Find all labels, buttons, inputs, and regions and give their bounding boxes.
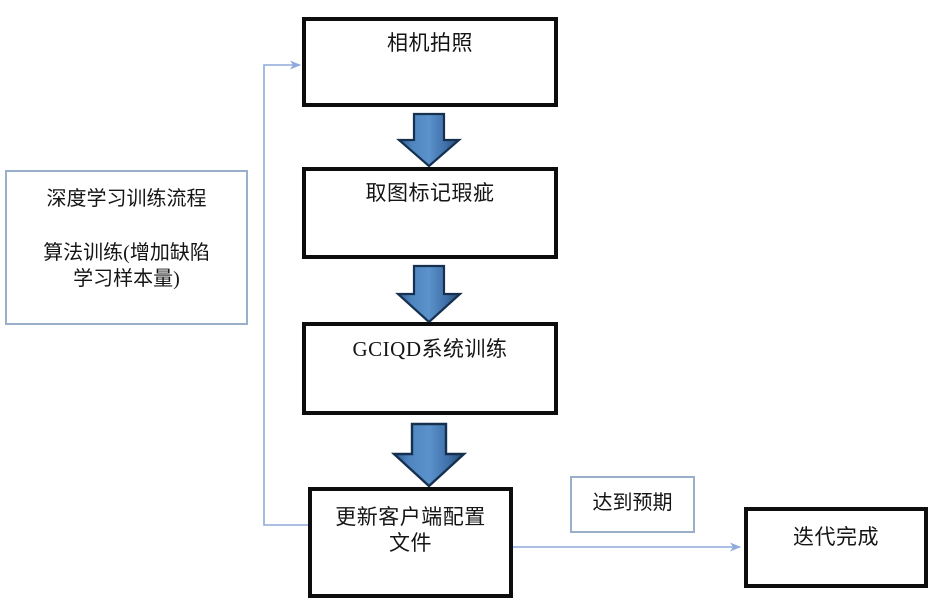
block-arrow-camera-to-mark xyxy=(396,112,462,168)
note-training-line-1: 深度学习训练流程 xyxy=(46,188,207,210)
edge-label-expected-reached-text: 达到预期 xyxy=(592,492,673,514)
note-training-line-2: 算法训练(增加缺陷 学习样本量) xyxy=(43,242,210,290)
block-arrow-mark-to-train xyxy=(395,264,463,324)
node-iteration-complete-label: 迭代完成 xyxy=(793,525,879,549)
node-update-client-config[interactable]: 更新客户端配置 文件 xyxy=(308,487,513,598)
node-camera-capture[interactable]: 相机拍照 xyxy=(302,17,558,107)
node-gciqd-system-training-label: GCIQD系统训练 xyxy=(352,337,508,361)
node-iteration-complete[interactable]: 迭代完成 xyxy=(744,507,928,588)
node-camera-capture-label: 相机拍照 xyxy=(387,31,473,55)
edge-label-expected-reached: 达到预期 xyxy=(570,476,695,533)
node-mark-defects[interactable]: 取图标记瑕疵 xyxy=(302,167,558,259)
edge-update-to-camera xyxy=(263,60,308,526)
note-training-process: 深度学习训练流程 算法训练(增加缺陷 学习样本量) xyxy=(5,170,248,325)
node-update-client-config-label: 更新客户端配置 文件 xyxy=(335,505,486,555)
node-gciqd-system-training[interactable]: GCIQD系统训练 xyxy=(302,322,558,415)
node-mark-defects-label: 取图标记瑕疵 xyxy=(365,181,495,205)
block-arrow-train-to-update xyxy=(390,422,468,488)
